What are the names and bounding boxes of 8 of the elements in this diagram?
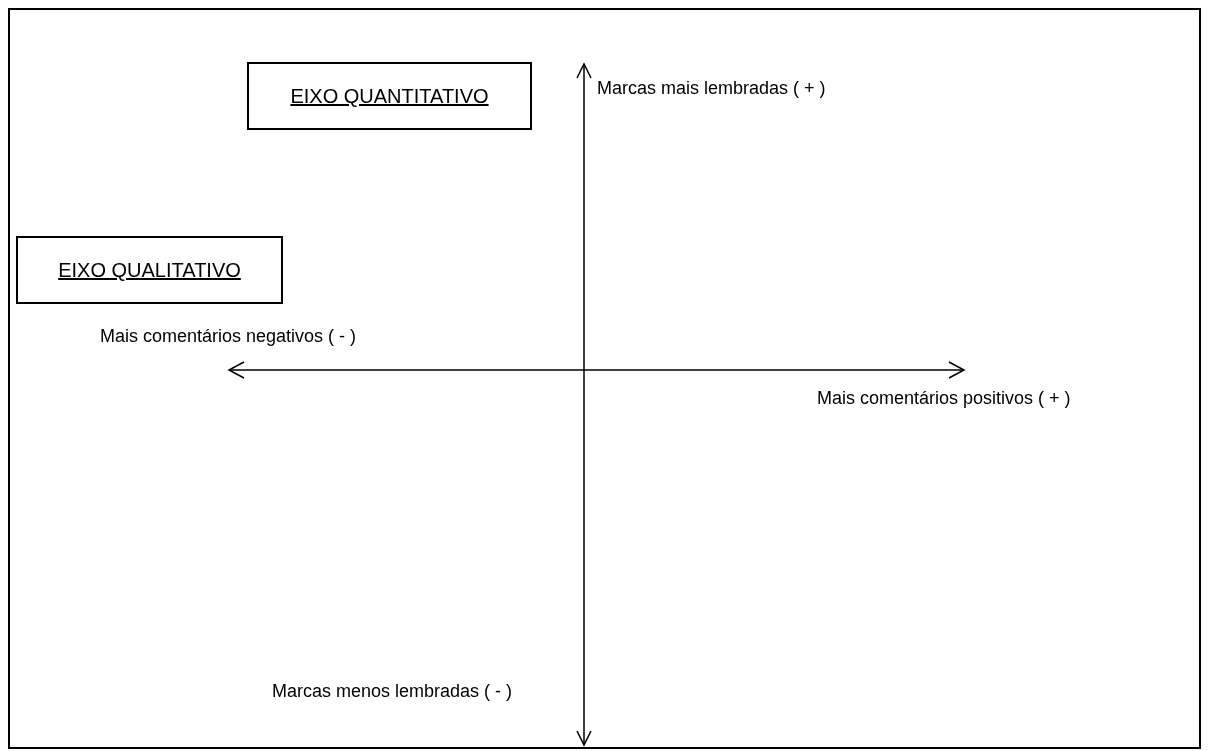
axis-label: Mais comentários negativos ( - ): [100, 325, 357, 348]
axis-label: Marcas mais lembradas ( + ): [597, 77, 826, 100]
axis-label: Marcas menos lembradas ( - ): [272, 680, 513, 703]
box-title: EIXO QUANTITATIVO: [290, 84, 489, 109]
title-box: [247, 62, 532, 130]
axis-label: Mais comentários positivos ( + ): [817, 387, 1071, 410]
box-title: EIXO QUALITATIVO: [58, 258, 241, 283]
title-box: [16, 236, 283, 304]
